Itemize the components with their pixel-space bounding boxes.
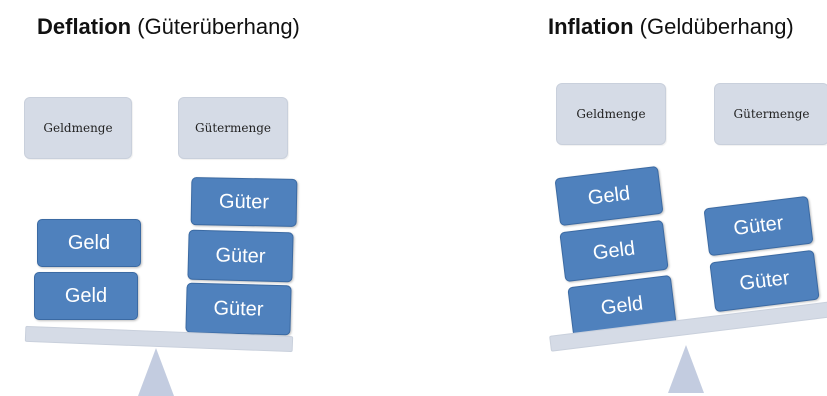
deflation-money-block-2: Geld <box>37 219 141 267</box>
inflation-money-label: Geldmenge <box>556 83 666 145</box>
deflation-scale-fulcrum <box>138 348 174 396</box>
inflation-title: Inflation (Geldüberhang) <box>548 14 794 40</box>
inflation-goods-label: Gütermenge <box>714 83 827 145</box>
deflation-title-rest: (Güterüberhang) <box>131 14 300 39</box>
deflation-goods-block-1: Güter <box>185 282 292 336</box>
inflation-scale-fulcrum <box>668 345 704 393</box>
inflation-title-bold: Inflation <box>548 14 634 39</box>
deflation-title-bold: Deflation <box>37 14 132 39</box>
deflation-goods-block-3: Güter <box>190 177 298 227</box>
inflation-goods-block-2: Güter <box>703 195 814 257</box>
inflation-goods-block-1: Güter <box>709 249 820 313</box>
deflation-panel: Deflation (Güterüberhang) Geldmenge Güte… <box>0 0 413 396</box>
inflation-title-rest: (Geldüberhang) <box>633 14 794 39</box>
deflation-money-label: Geldmenge <box>24 97 132 159</box>
inflation-money-block-3: Geld <box>554 165 664 227</box>
deflation-money-block-1: Geld <box>34 272 138 320</box>
deflation-goods-block-2: Güter <box>187 229 294 283</box>
deflation-goods-label: Gütermenge <box>178 97 288 159</box>
inflation-panel: Inflation (Geldüberhang) Geldmenge Güter… <box>413 0 827 393</box>
inflation-money-block-2: Geld <box>559 219 669 283</box>
deflation-title: Deflation (Güterüberhang) <box>37 14 300 40</box>
